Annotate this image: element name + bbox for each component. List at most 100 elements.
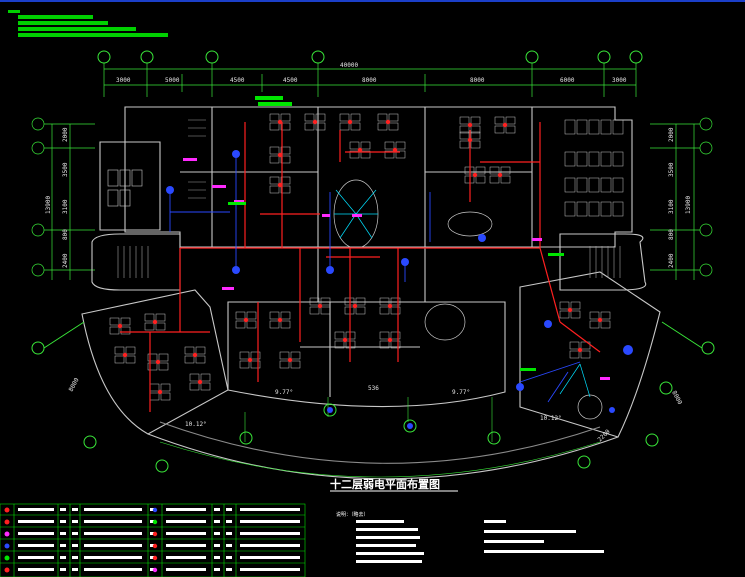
- legend-code: [72, 556, 78, 559]
- cabinet: [576, 201, 588, 217]
- desk: [459, 125, 470, 134]
- legend-text-bar: [18, 532, 54, 535]
- curve-dim: 10.12°: [185, 421, 207, 428]
- dim-segment: 6000: [560, 77, 575, 84]
- desk: [269, 122, 280, 131]
- desk: [195, 355, 206, 364]
- legend-code: [226, 508, 232, 511]
- legend-symbol: [4, 567, 10, 573]
- legend-text-bar: [84, 532, 142, 535]
- outlet-symbol: [502, 122, 508, 128]
- desk: [109, 317, 120, 326]
- legend-code: [72, 544, 78, 547]
- desk: [195, 346, 206, 355]
- desk: [269, 311, 280, 320]
- desk: [184, 355, 195, 364]
- desk: [269, 146, 280, 155]
- outlet-symbol: [497, 172, 503, 178]
- desk: [489, 166, 500, 175]
- outlet-symbol: [287, 357, 293, 363]
- conference-table: [333, 179, 603, 420]
- desk: [269, 155, 280, 164]
- desk: [158, 353, 169, 362]
- legend-text-bar: [240, 508, 300, 511]
- outlet-symbol: [467, 122, 473, 128]
- outlet-symbol: [197, 379, 203, 385]
- desk: [559, 310, 570, 319]
- desk: [360, 141, 371, 150]
- desk: [349, 141, 360, 150]
- legend-code: [60, 568, 66, 571]
- cabinet: [576, 119, 588, 135]
- green-callouts: [228, 96, 564, 371]
- building-walls: [81, 106, 661, 480]
- notes-lines: [356, 520, 604, 563]
- desk: [144, 322, 155, 331]
- desk: [489, 175, 500, 184]
- legend-text-bar: [84, 508, 142, 511]
- desk: [269, 320, 280, 329]
- left-dim: 3100: [62, 199, 69, 214]
- legend-code: [72, 520, 78, 523]
- desk: [379, 340, 390, 349]
- desk: [315, 113, 326, 122]
- desk: [309, 297, 320, 306]
- desk: [390, 331, 401, 340]
- desk: [147, 362, 158, 371]
- desk: [569, 350, 580, 359]
- desk: [379, 297, 390, 306]
- left-total-dimension: 13900: [45, 196, 52, 214]
- legend-code: [214, 532, 220, 535]
- desk: [589, 320, 600, 329]
- desk: [334, 340, 345, 349]
- layer-legend-bars: [8, 10, 168, 37]
- outlet-symbol: [152, 319, 158, 325]
- right-diagonal-dim: 8000: [670, 390, 683, 406]
- desk: [500, 166, 511, 175]
- desk: [470, 131, 481, 140]
- desk: [125, 346, 136, 355]
- legend-text-bar: [84, 556, 142, 559]
- cabinet: [588, 151, 600, 167]
- desk: [250, 351, 261, 360]
- desk: [505, 125, 516, 134]
- left-dim: 2400: [62, 253, 69, 268]
- desk: [570, 301, 581, 310]
- desk: [290, 351, 301, 360]
- desk: [470, 140, 481, 149]
- desk: [200, 373, 211, 382]
- desk: [494, 116, 505, 125]
- lower-axis-bubbles: [31, 321, 715, 473]
- legend-text-bar: [240, 544, 300, 547]
- desk: [280, 113, 291, 122]
- desk: [600, 320, 611, 329]
- curve-center: 536: [368, 385, 379, 392]
- outlet-symbol: [347, 119, 353, 125]
- desk: [570, 310, 581, 319]
- curve-dim: 9.77°: [452, 389, 470, 396]
- cabinet: [564, 201, 576, 217]
- desk: [235, 320, 246, 329]
- desk: [350, 122, 361, 131]
- right-dim: 2000: [668, 127, 675, 142]
- dim-segment: 8000: [362, 77, 377, 84]
- desk: [390, 340, 401, 349]
- desk: [379, 306, 390, 315]
- legend-symbol: [152, 567, 158, 573]
- legend-symbol: [152, 507, 158, 513]
- outlet-symbol: [277, 119, 283, 125]
- cabinet: [612, 201, 624, 217]
- legend-text-bar: [166, 532, 206, 535]
- desk: [250, 360, 261, 369]
- legend-symbol: [4, 507, 10, 513]
- outlet-symbol: [247, 357, 253, 363]
- desk: [388, 122, 399, 131]
- legend-code: [214, 520, 220, 523]
- desk: [470, 116, 481, 125]
- legend-text-bar: [166, 520, 206, 523]
- desk: [559, 301, 570, 310]
- desk: [279, 351, 290, 360]
- desk: [114, 346, 125, 355]
- legend-symbol: [152, 519, 158, 525]
